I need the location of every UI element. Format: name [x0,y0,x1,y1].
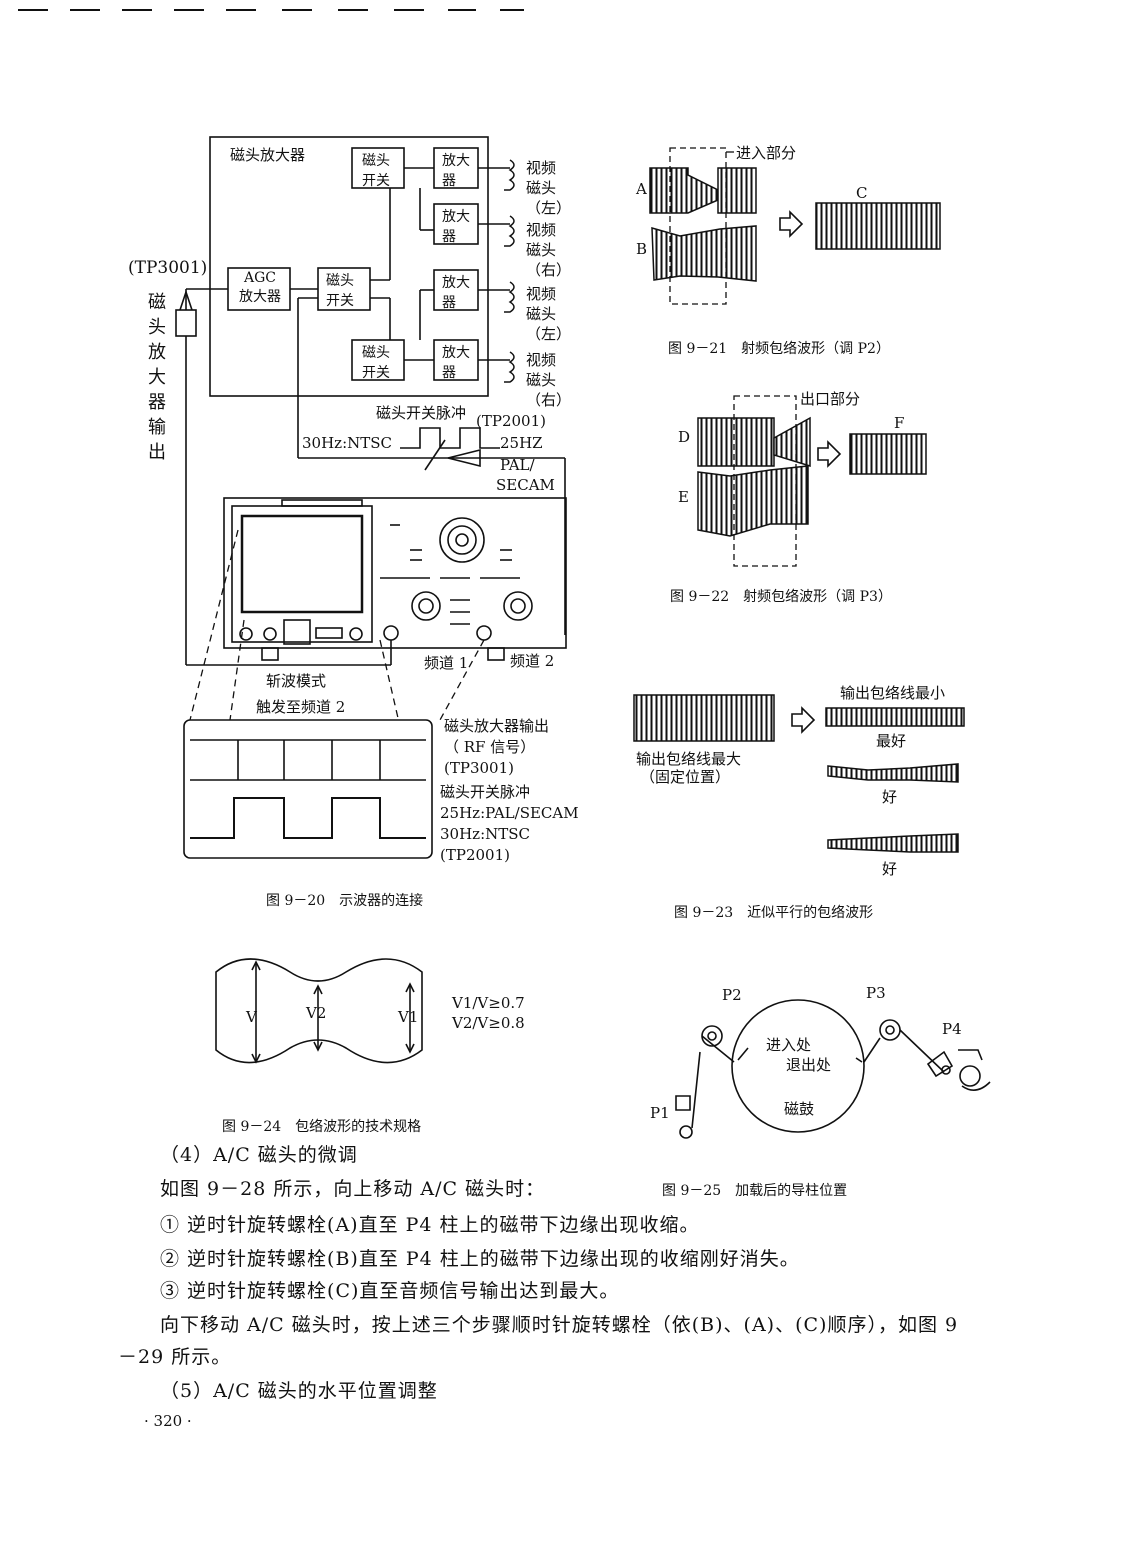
fig22-f: F [894,414,905,432]
switch-top-label: 磁头开关 [362,153,390,189]
down-paragraph-line1: 向下移动 A/C 磁头时，按上述三个步骤顺时针旋转螺栓（依(B)、(A)、(C)… [160,1314,959,1336]
fig24-spec2: V2/V≥0.8 [452,1014,525,1032]
head-label-2: 视频磁头（右） [526,221,572,279]
tp3001-label: (TP3001) [128,258,208,278]
switch-bottom-label: 磁头开关 [362,345,390,381]
fig22-exit-label: 出口部分 [800,390,861,408]
fig25-caption: 图 9－25 加载后的导柱位置 [662,1183,848,1199]
down-paragraph-line2: －29 所示。 [118,1346,232,1368]
fig21-c: C [856,184,868,202]
fig22-d: D [678,428,691,446]
switch-main-label: 磁头开关 [326,273,354,309]
oscilloscope [186,497,567,666]
fig24-v2: V2 [306,1004,327,1022]
fig23-caption: 图 9－23 近似平行的包络波形 [674,905,874,921]
pal-label: PAL/ [500,456,535,474]
fig25-p2: P2 [722,986,742,1004]
fig25-p1: P1 [650,1104,670,1122]
legend-rf: 磁头放大器输出（ RF 信号）(TP3001) [444,717,550,777]
fig24-caption: 图 9－24 包络波形的技术规格 [222,1119,422,1135]
head-label-1: 视频磁头（左） [526,159,572,217]
fig20-caption: 图 9－20 示波器的连接 [266,893,424,909]
step-1: ① 逆时针旋转螺栓(A)直至 P4 柱上的磁带下边缘出现收缩。 [160,1214,700,1236]
fig21-a: A [636,180,647,198]
fig24-spec1: V1/V≥0.7 [452,994,525,1012]
section-5-heading: （5）A/C 磁头的水平位置调整 [160,1380,438,1402]
fig23-max-label: 输出包络线最大 [636,750,742,768]
vertical-output-label: 磁头放大器输出 [148,292,166,463]
fig24-v1: V1 [398,1008,419,1026]
fig21-caption: 图 9－21 射频包络波形（调 P2） [668,341,890,357]
head-label-3: 视频磁头（左） [526,285,572,343]
fig24-v: V [246,1008,257,1026]
fig21-waveforms [649,147,941,305]
step-2: ② 逆时针旋转螺栓(B)直至 P4 柱上的磁带下边缘出现的收缩刚好消失。 [160,1248,800,1270]
tp2001-label: (TP2001) [476,412,546,430]
fig25-drum [675,999,991,1139]
amp-block-4: 放大器 [442,345,470,381]
fig22-caption: 图 9－22 射频包络波形（调 P3） [670,589,892,605]
fig23-fixed-label: （固定位置） [640,768,731,786]
fig23-good-label-2: 好 [882,860,898,878]
page-number: · 320 · [144,1412,192,1430]
fig25-drum: 磁鼓 [784,1100,815,1118]
step-3: ③ 逆时针旋转螺栓(C)直至音频信号输出达到最大。 [160,1280,620,1302]
secam-label: SECAM [496,476,555,494]
fig23-waveforms [633,694,965,853]
pulse-label: 磁头开关脉冲 [376,404,467,422]
head-coils [504,159,515,383]
fig20-block-diagram [175,136,566,665]
fig25-p4: P4 [942,1020,962,1038]
fig23-best-label: 最好 [876,732,907,750]
intro-paragraph: 如图 9－28 所示，向上移动 A/C 磁头时： [160,1178,546,1200]
trigger-label: 触发至频道 2 [256,698,346,716]
fig24-envelope [215,958,423,1064]
fig22-waveforms [697,395,927,567]
fig21-b: B [636,240,648,258]
fig23-good-label-1: 好 [882,788,898,806]
waveform-panel [183,719,433,859]
amp-block-1: 放大器 [442,153,470,189]
fig25-exit: 退出处 [786,1056,832,1074]
channel1-label: 频道 1 [424,654,469,672]
fig25-p3: P3 [866,984,886,1002]
amp-block-2: 放大器 [442,209,470,245]
section-4-heading: （4）A/C 磁头的微调 [160,1144,358,1166]
channel2-label: 频道 2 [510,652,555,670]
zoom-dashes [189,529,485,721]
fig21-entry-label: 进入部分 [736,144,797,162]
hz25-label: 25HZ [500,434,543,452]
chop-mode-label: 斩波模式 [266,672,327,690]
fig23-min-label: 输出包络线最小 [840,684,946,702]
ntsc-label: 30Hz:NTSC [302,434,393,452]
fig25-entry: 进入处 [766,1036,812,1054]
amp-block-3: 放大器 [442,275,470,311]
amp-title: 磁头放大器 [230,146,306,164]
head-label-4: 视频磁头（右） [526,351,572,409]
fig22-e: E [678,488,689,506]
